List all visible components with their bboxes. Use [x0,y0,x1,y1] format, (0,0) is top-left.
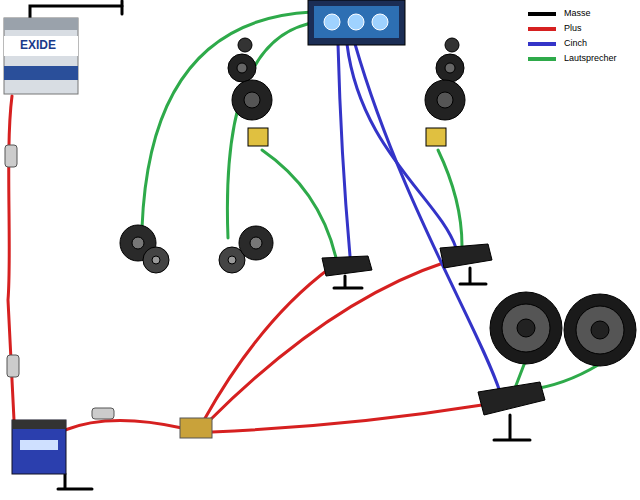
legend-swatch [528,12,556,16]
legend-text: Cinch [564,38,587,48]
legend-swatch [528,57,556,61]
legend-swatch [528,27,556,31]
legend-text: Plus [564,23,582,33]
legend-swatch [528,42,556,46]
brand-label: EXIDE [20,38,56,52]
legend-text: Lautsprecher [564,53,617,63]
legend-text: Masse [564,8,591,18]
